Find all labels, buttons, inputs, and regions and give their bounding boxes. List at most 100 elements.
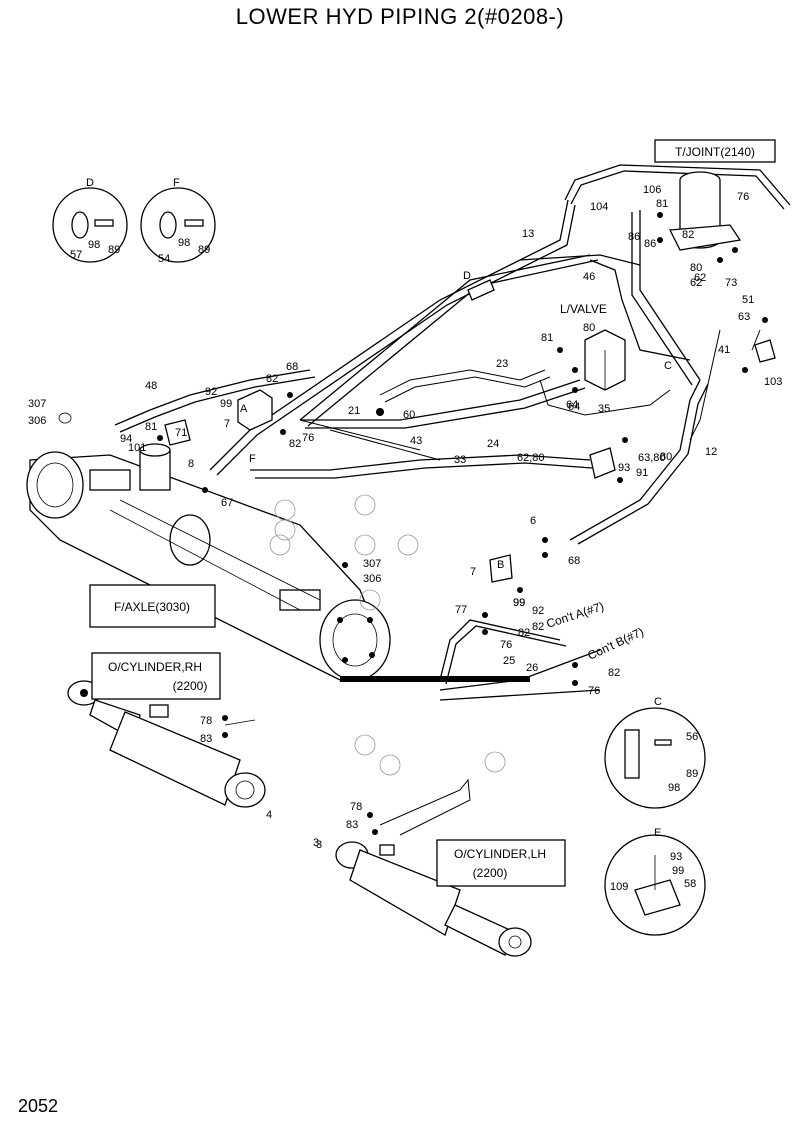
valve-block (237, 329, 776, 583)
box-o-cyl-rh-line1: O/CYLINDER,RH (108, 660, 202, 674)
part-callout: 306 (363, 573, 381, 585)
part-callout: 46 (583, 271, 595, 283)
part-callout: 81 (656, 198, 668, 210)
part-callout: 86 (628, 231, 640, 243)
part-callout: 83 (200, 733, 212, 745)
part-callout: 62 (694, 272, 706, 284)
part-callout: 94 (120, 433, 132, 445)
part-callout: 71 (175, 427, 187, 439)
t-joint-illustration (668, 171, 742, 251)
part-callout: 104 (590, 201, 608, 213)
part-callout: 93 (618, 462, 630, 474)
box-l-valve-label: L/VALVE (560, 302, 607, 316)
part-callout: 3 (313, 837, 319, 849)
part-callout: 106 (643, 184, 661, 196)
part-callout: 82 (532, 621, 544, 633)
detail-f (140, 187, 216, 263)
part-callout: 78 (350, 801, 362, 813)
box-o-cylinder-lh: O/CYLINDER,LH (2200) (436, 839, 566, 887)
detail-d (52, 187, 128, 263)
detail-c-part: 89 (686, 768, 698, 780)
part-callout: 12 (705, 446, 717, 458)
box-l-valve: L/VALVE (560, 302, 607, 316)
part-callout: 82 (289, 438, 301, 450)
part-callout: 21 (348, 405, 360, 417)
box-o-cylinder-rh: O/CYLINDER,RH (2200) (91, 652, 221, 700)
part-callouts: 1041068182768680736251634110313466423351… (28, 184, 782, 851)
box-t-joint-label: T/JOINT(2140) (675, 145, 755, 159)
part-callout: 101 (128, 442, 146, 454)
part-callout: 62 (690, 277, 702, 289)
part-callout: 82 (266, 373, 278, 385)
detail-f-letter: F (173, 177, 180, 189)
detail-f-part: 89 (198, 244, 210, 256)
box-f-axle: F/AXLE(3030) (89, 584, 216, 628)
detail-part-numbers: 57 98 89 54 98 89 56 89 98 93 99 58 109 (70, 237, 698, 893)
cont-b-label: Con't B(#7) (585, 625, 646, 663)
detail-e-part: 109 (610, 881, 628, 893)
box-f-axle-label: F/AXLE(3030) (114, 600, 190, 614)
part-callout: 81 (541, 332, 553, 344)
flag-d: D (463, 270, 471, 282)
detail-d-part: 98 (88, 239, 100, 251)
box-o-cyl-lh-line1: O/CYLINDER,LH (454, 847, 546, 861)
part-callout: 80 (690, 262, 702, 274)
part-callout: 103 (764, 376, 782, 388)
detail-f-part: 54 (158, 253, 170, 265)
part-callout: 35 (598, 403, 610, 415)
page-title: LOWER HYD PIPING 2(#0208-) (235, 4, 565, 29)
part-callout: 92 (532, 605, 544, 617)
fittings (58, 212, 768, 835)
detail-e-part: 99 (672, 865, 684, 877)
part-callout: 48 (145, 380, 157, 392)
part-callout: 41 (718, 344, 730, 356)
flag-a: A (240, 403, 248, 415)
part-callout: 76 (302, 432, 314, 444)
flag-c: C (664, 360, 672, 372)
detail-c-part: 56 (686, 731, 698, 743)
part-callout: 99 (220, 398, 232, 410)
section-flags: D F C A B (240, 270, 672, 571)
detail-e (604, 834, 706, 936)
part-callout: 99 (513, 597, 525, 609)
part-callout: 82 (682, 229, 694, 241)
part-callout: 7 (224, 418, 230, 430)
part-callout: 4 (266, 809, 272, 821)
detail-e-part: 93 (670, 851, 682, 863)
part-callout: 73 (725, 277, 737, 289)
part-callout: 60 (403, 409, 415, 421)
part-callout: 26 (526, 662, 538, 674)
page-number: 2052 (18, 1096, 59, 1116)
detail-d-letter: D (86, 177, 94, 189)
part-callout: 3 (316, 839, 322, 851)
box-o-cyl-lh-line2: (2200) (473, 866, 508, 880)
part-callout: 81 (145, 421, 157, 433)
flag-f: F (249, 453, 256, 465)
part-callout: 92 (205, 386, 217, 398)
part-callout: 80 (660, 451, 672, 463)
o-cylinder-rh-illustration (67, 680, 266, 808)
detail-e-letter: E (654, 827, 661, 839)
detail-d-part: 57 (70, 249, 82, 261)
part-callout: 76 (737, 191, 749, 203)
detail-e-part: 58 (684, 878, 696, 890)
part-callout: 80 (583, 322, 595, 334)
faint-markers (269, 494, 506, 776)
part-callout: 78 (200, 715, 212, 727)
part-callout: 43 (410, 435, 422, 447)
part-callout: 76 (588, 685, 600, 697)
part-callout: 68 (286, 361, 298, 373)
cont-a-label: Con't A(#7) (545, 599, 606, 631)
box-o-cyl-rh-line2: (2200) (173, 679, 208, 693)
part-callout: 86 (644, 238, 656, 250)
o-cylinder-lh-illustration (335, 778, 532, 957)
part-callout: 62,80 (517, 452, 545, 464)
part-callout: 63,80 (638, 452, 666, 464)
part-callout: 24 (487, 438, 499, 450)
front-axle-illustration (26, 451, 530, 682)
part-callout: 91 (636, 467, 648, 479)
part-callout: 7 (470, 566, 476, 578)
part-callout: 82 (608, 667, 620, 679)
part-callout: 68 (568, 555, 580, 567)
